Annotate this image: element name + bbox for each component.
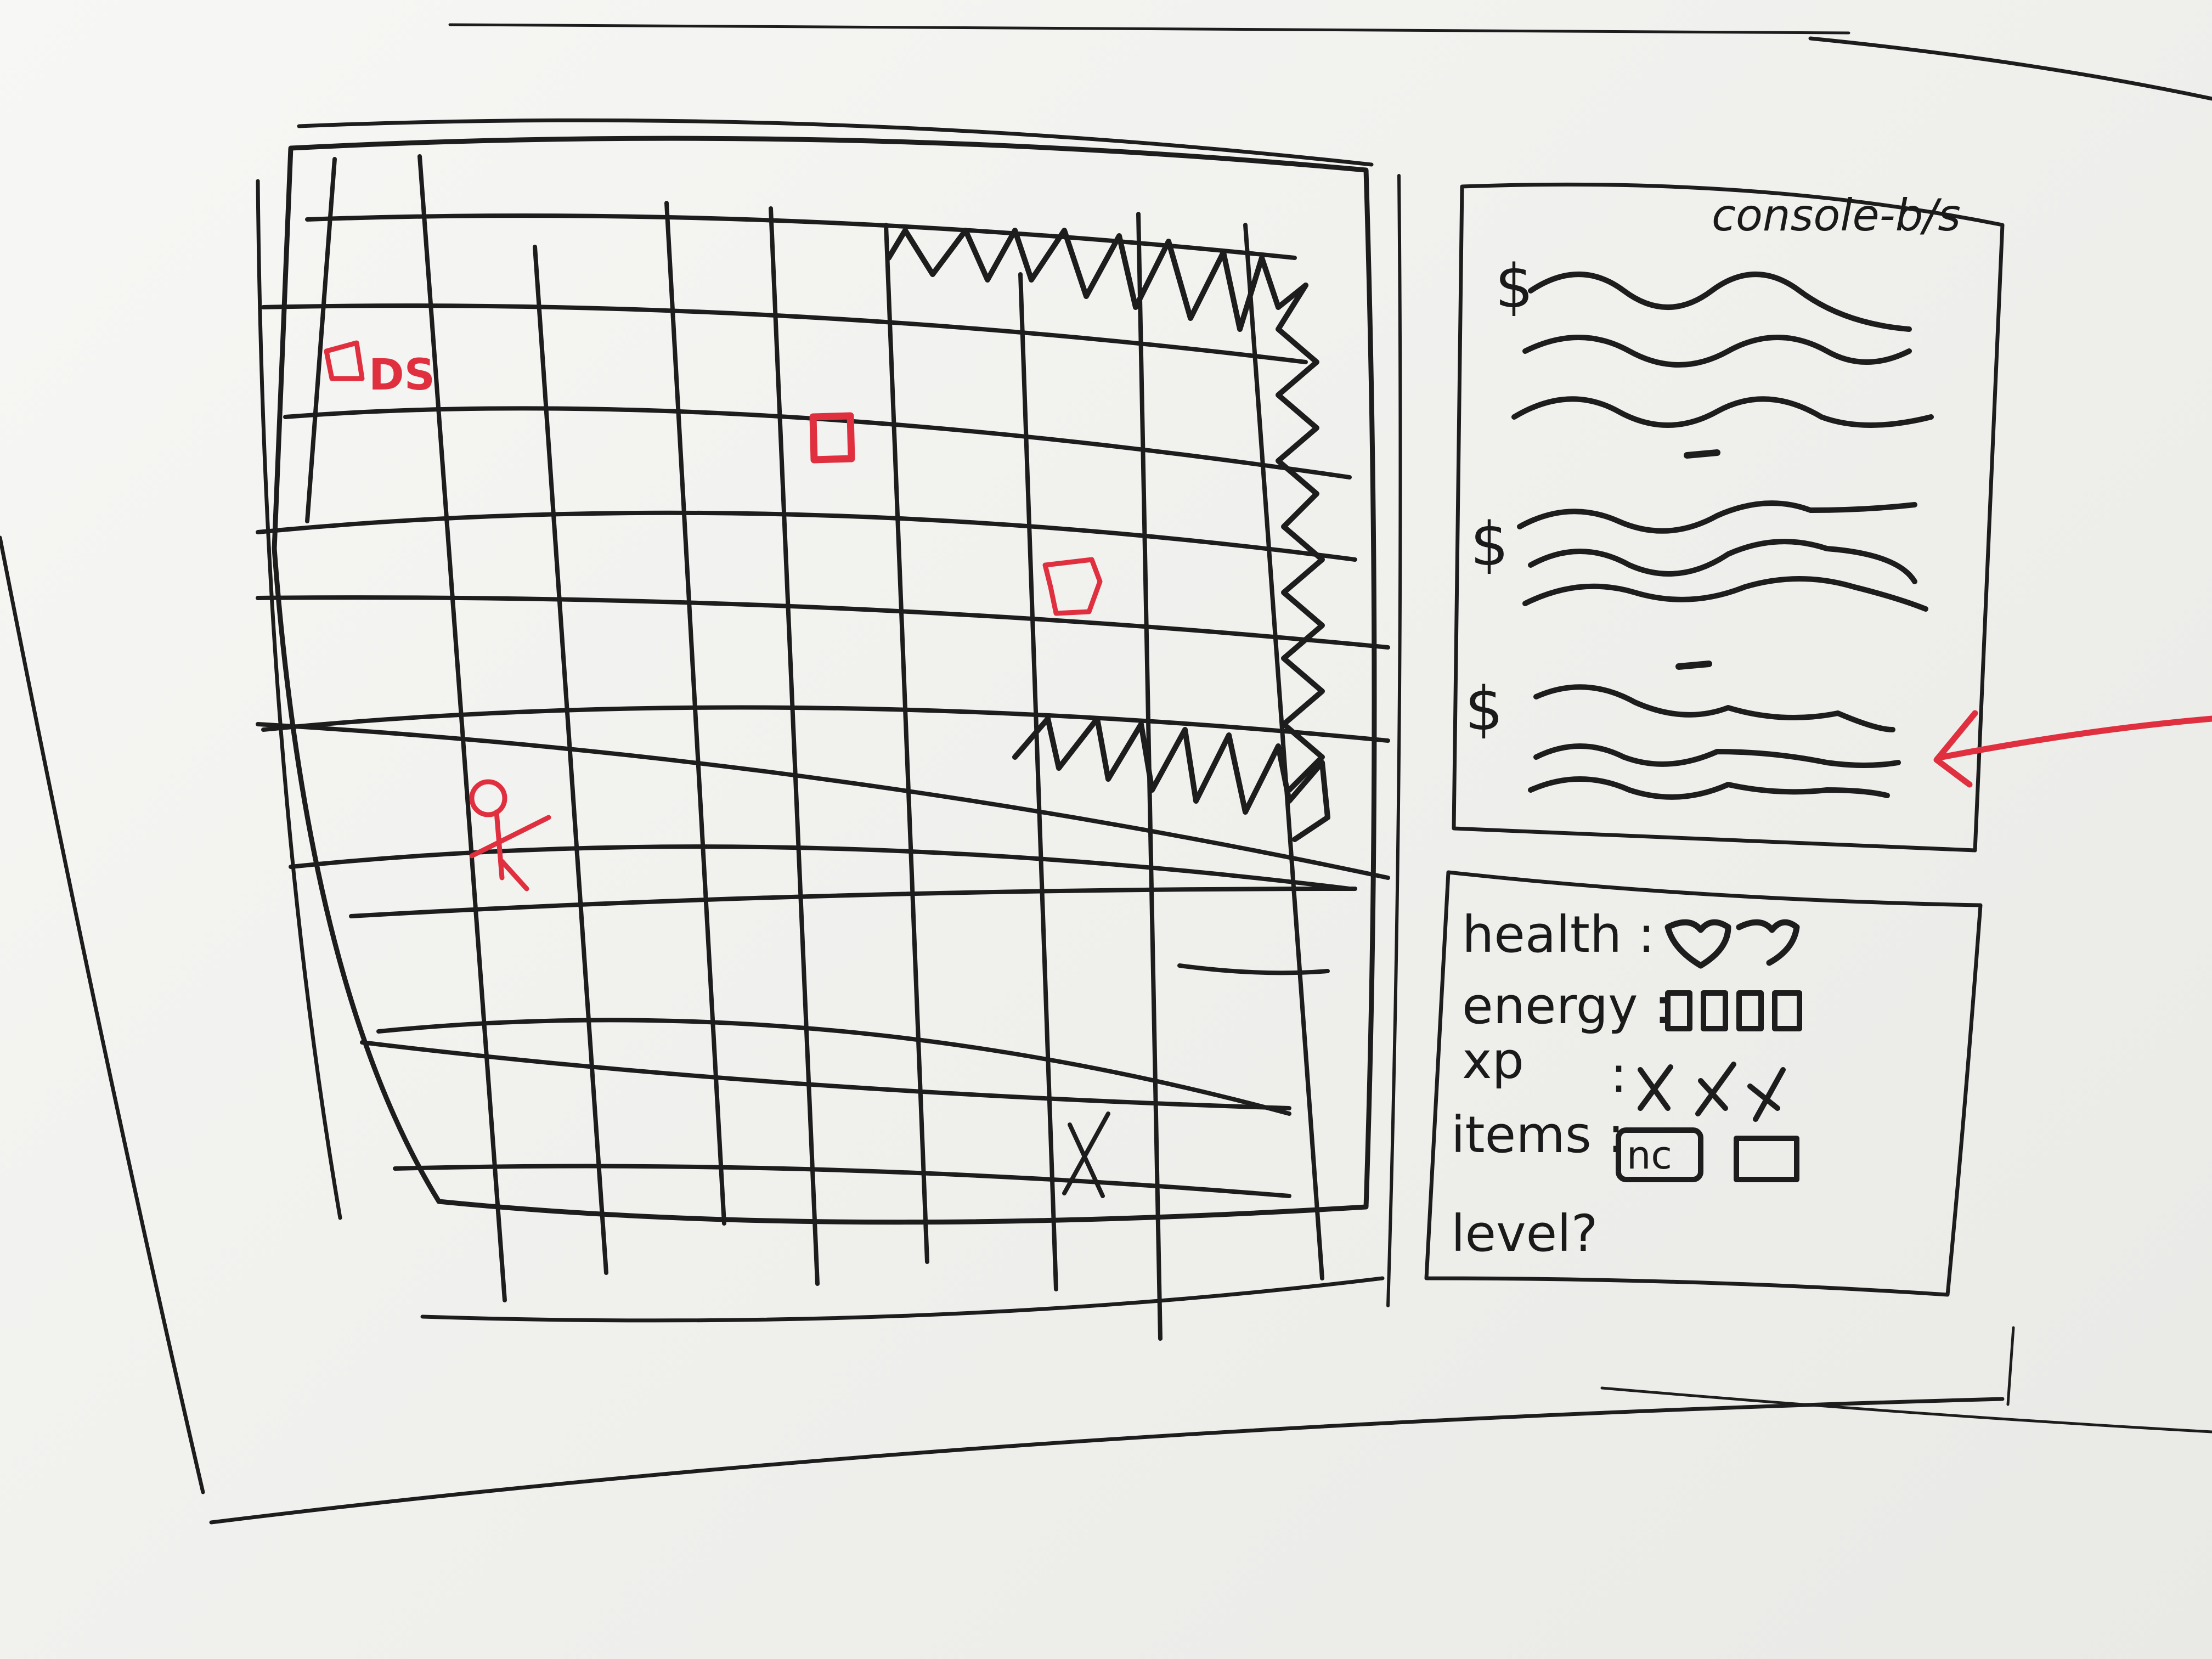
- ds-marker-icon: [324, 340, 365, 381]
- goal-marker: [1062, 1111, 1110, 1198]
- energy-cell-icon: [1772, 990, 1802, 1031]
- energy-cell-icon: [1736, 990, 1764, 1031]
- map-markers: DS: [324, 340, 1103, 891]
- energy-label: energy :: [1462, 977, 1671, 1035]
- health-hearts: [1664, 919, 1800, 969]
- console-line: [1528, 539, 1917, 584]
- item-slot-filled: [1616, 1127, 1703, 1182]
- console-line: [1511, 396, 1934, 428]
- console-line: [1528, 272, 1912, 332]
- item-slot-empty: [1734, 1136, 1799, 1182]
- xp-marks: [1638, 1062, 1786, 1122]
- console-prompt-symbol: $: [1495, 251, 1533, 321]
- heart-icon: [1664, 919, 1731, 969]
- half-heart-icon: [1736, 919, 1800, 966]
- outer-frame: [0, 23, 2212, 1525]
- health-label: health :: [1462, 905, 1655, 964]
- game-map-panel: DS X: [256, 118, 1402, 1341]
- xp-label: xp: [1462, 1031, 1524, 1090]
- xp-mark-icon: [1695, 1062, 1736, 1116]
- energy-cells: [1665, 990, 1802, 1031]
- energy-cell-icon: [1665, 990, 1692, 1031]
- console-line: [1522, 335, 1912, 368]
- item-marker-icon: [809, 412, 855, 464]
- level-label: level?: [1451, 1204, 1598, 1263]
- items-label: items :: [1451, 1105, 1624, 1164]
- player-character-icon: [469, 779, 551, 891]
- console-prompt-symbol: $: [1470, 509, 1509, 579]
- console-separator: [1684, 449, 1720, 459]
- item-slots: nc: [1616, 1127, 1799, 1182]
- console-title: console-b/s: [1712, 190, 1961, 241]
- console-line: [1517, 500, 1917, 534]
- ds-label: DS: [369, 351, 435, 400]
- console-line: [1522, 576, 1928, 612]
- item-slot-label: nc: [1627, 1133, 1672, 1178]
- console-arrow-icon: [1933, 710, 2212, 788]
- item-marker-icon: [1042, 557, 1103, 616]
- map-grid: [256, 154, 1390, 1341]
- xp-mark-icon: [1638, 1064, 1673, 1111]
- energy-cell-icon: [1701, 990, 1728, 1031]
- console-prompt-symbol: $: [1465, 674, 1503, 744]
- console-separator: [1675, 661, 1712, 670]
- console-line: [1533, 743, 1901, 768]
- console-line: [1528, 776, 1890, 800]
- xp-separator: :: [1610, 1045, 1627, 1104]
- console-line: [1533, 684, 1895, 732]
- xp-mark-icon: [1747, 1067, 1786, 1122]
- map-walls: [886, 228, 1330, 842]
- stats-panel: health : energy : xp : items : nc level?: [1424, 870, 1983, 1297]
- console-panel: console-b/s $ $ $: [1452, 182, 2212, 853]
